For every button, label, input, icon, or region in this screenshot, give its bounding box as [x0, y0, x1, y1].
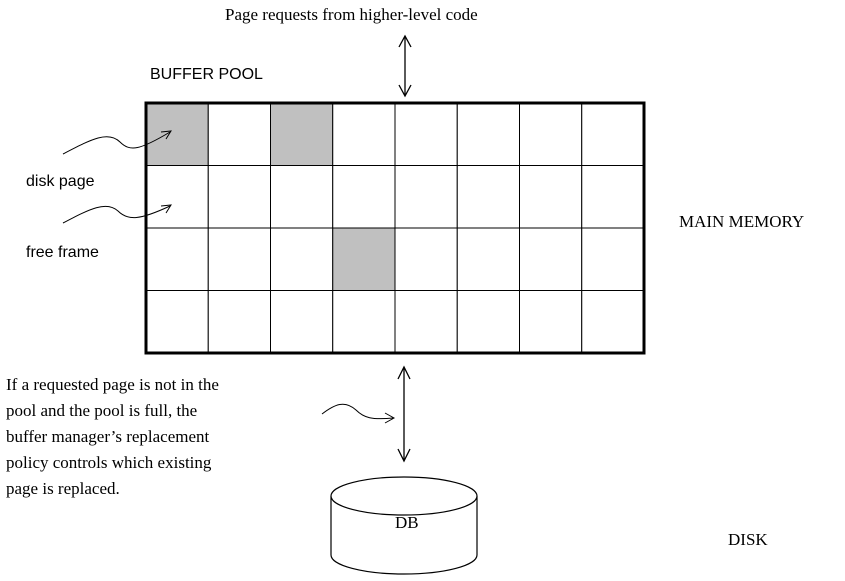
free-frame: [456, 290, 520, 354]
free-frame-pointer-arrow: [62, 204, 172, 224]
free-frame: [270, 227, 334, 291]
free-frame: [332, 102, 396, 166]
policy-note-line: If a requested page is not in the: [6, 375, 219, 394]
frame-with-disk-page: [145, 102, 209, 166]
disk-page-pointer-arrow: [62, 130, 172, 155]
policy-note-line: page is replaced.: [6, 479, 120, 498]
free-frame: [145, 290, 209, 354]
policy-note-line: pool and the pool is full, the: [6, 401, 198, 420]
free-frame: [207, 102, 271, 166]
free-frame: [270, 165, 334, 229]
main-memory-label: MAIN MEMORY: [679, 212, 805, 231]
free-frame: [332, 290, 396, 354]
free-frame: [456, 227, 520, 291]
free-frame: [207, 290, 271, 354]
db-disk-cylinder: [330, 476, 478, 575]
policy-pointer-arrow: [321, 403, 396, 424]
free-frame: [394, 227, 458, 291]
free-frame: [581, 227, 645, 291]
buffer-pool-frames: [145, 102, 645, 354]
free-frame: [394, 165, 458, 229]
free-frame: [581, 290, 645, 354]
free-frame: [207, 165, 271, 229]
replacement-policy-note: If a requested page is not in the pool a…: [6, 372, 316, 502]
frame-with-disk-page: [332, 227, 396, 291]
policy-note-line: buffer manager’s replacement: [6, 427, 210, 446]
free-frame: [394, 102, 458, 166]
disk-page-label: disk page: [26, 173, 95, 190]
free-frame: [519, 290, 583, 354]
free-frame: [207, 227, 271, 291]
free-frame: [519, 102, 583, 166]
free-frame: [581, 165, 645, 229]
free-frame: [394, 290, 458, 354]
top-double-arrow: [398, 34, 412, 98]
free-frame: [145, 165, 209, 229]
free-frame: [145, 227, 209, 291]
free-frame: [270, 290, 334, 354]
free-frame: [519, 165, 583, 229]
policy-note-line: policy controls which existing: [6, 453, 212, 472]
free-frame: [519, 227, 583, 291]
disk-label: DISK: [728, 530, 768, 549]
frame-with-disk-page: [270, 102, 334, 166]
buffer-pool-title: BUFFER POOL: [150, 66, 263, 83]
free-frame: [332, 165, 396, 229]
bottom-double-arrow: [397, 365, 411, 463]
page-requests-label: Page requests from higher-level code: [225, 5, 478, 24]
free-frame: [581, 102, 645, 166]
buffer-pool-border: [144, 101, 646, 355]
free-frame: [456, 165, 520, 229]
free-frame: [456, 102, 520, 166]
db-label: DB: [395, 513, 419, 532]
free-frame-label: free frame: [26, 244, 99, 261]
